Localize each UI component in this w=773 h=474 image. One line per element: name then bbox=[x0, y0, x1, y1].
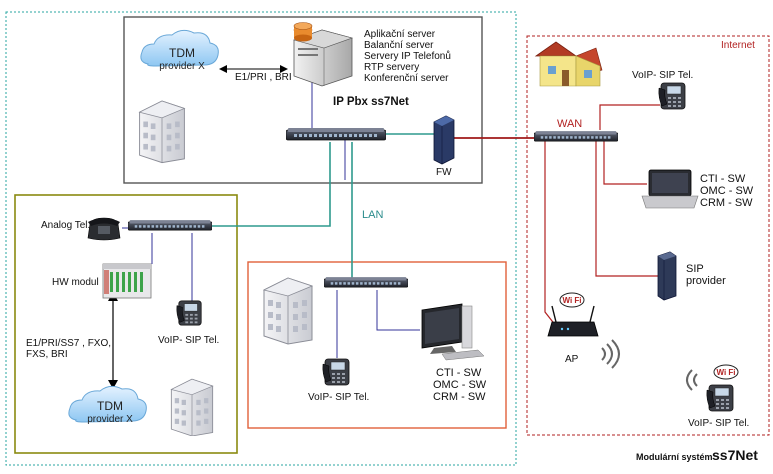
ap-label: AP bbox=[565, 354, 579, 365]
cloud-icon bbox=[140, 29, 219, 67]
ap-wifi-text: Wi Fi bbox=[562, 296, 581, 305]
remote-phone-icon bbox=[686, 364, 739, 412]
hw-module-icon bbox=[102, 263, 152, 299]
server-role-3: RTP servery bbox=[364, 62, 419, 73]
server-role-1: Balanční server bbox=[364, 40, 434, 51]
sip-provider-line-0: SIP bbox=[686, 263, 704, 275]
branch-voip-label: VoIP- SIP Tel. bbox=[158, 335, 219, 346]
phone-icon bbox=[706, 384, 734, 412]
server-role-2: Servery IP Telefonů bbox=[364, 50, 451, 62]
hw-module-label: HW modul bbox=[52, 277, 99, 288]
phone-icon bbox=[176, 300, 202, 326]
lan-label: LAN bbox=[362, 209, 383, 221]
branch-trunk-line-1: FXS, BRI bbox=[26, 349, 68, 360]
analog-phone-icon bbox=[87, 217, 121, 241]
server-role-0: Aplikační server bbox=[364, 29, 436, 40]
tdm-cloud-bottom bbox=[68, 385, 147, 423]
office-app-0: CTI - SW bbox=[436, 367, 482, 379]
wifi-icon bbox=[559, 292, 585, 308]
switch-icon bbox=[324, 276, 408, 288]
office-app-2: CRM - SW bbox=[433, 391, 486, 403]
tdm-cloud-bottom-title: TDM bbox=[97, 399, 123, 413]
wireless-waves-icon bbox=[601, 339, 620, 369]
ippbx-frame bbox=[123, 16, 483, 184]
server-icon bbox=[292, 22, 354, 87]
tdm-cloud-top-subtitle: provider X bbox=[159, 61, 205, 72]
network-links bbox=[108, 65, 660, 389]
desktop-icon bbox=[421, 303, 485, 361]
office-frame bbox=[247, 261, 507, 429]
building-icon bbox=[263, 277, 313, 345]
branch-frame bbox=[14, 194, 238, 454]
internet-app-0: CTI - SW bbox=[700, 173, 746, 185]
building-icon bbox=[139, 100, 185, 164]
office-voip-label: VoIP- SIP Tel. bbox=[308, 392, 369, 403]
phone-icon bbox=[658, 82, 686, 110]
ippbx-title: IP Pbx ss7Net bbox=[333, 96, 409, 108]
cloud-icon bbox=[68, 385, 147, 423]
internet-app-2: CRM - SW bbox=[700, 197, 753, 209]
sip-provider-line-1: provider bbox=[686, 275, 726, 287]
tdm-cloud-bottom-subtitle: provider X bbox=[87, 414, 133, 425]
internet-voip-label: VoIP- SIP Tel. bbox=[632, 70, 693, 81]
wan-label: WAN bbox=[557, 118, 582, 130]
access-point-icon bbox=[547, 305, 599, 337]
server-role-4: Konferenční server bbox=[364, 73, 449, 84]
trunk-label-top: E1/PRI , BRI bbox=[235, 72, 292, 83]
tower-server-icon bbox=[657, 251, 677, 301]
firewall-icon bbox=[433, 115, 455, 165]
tdm-cloud-top bbox=[140, 29, 219, 67]
fw-label: FW bbox=[436, 167, 452, 178]
phone-icon bbox=[322, 358, 350, 386]
branch-trunk-line-0: E1/PRI/SS7 , FXO, bbox=[26, 338, 111, 349]
switch-icon bbox=[286, 128, 386, 141]
building-icon bbox=[170, 378, 214, 436]
internet-frame bbox=[526, 35, 770, 436]
house-icon bbox=[534, 41, 603, 87]
footer-small: Modulární systém bbox=[636, 452, 713, 462]
remote-voip-label: VoIP- SIP Tel. bbox=[688, 418, 749, 429]
office-app-1: OMC - SW bbox=[433, 379, 487, 391]
tdm-cloud-top-title: TDM bbox=[169, 46, 195, 60]
switch-icon bbox=[534, 130, 618, 142]
laptop-icon bbox=[641, 169, 699, 209]
wireless-waves-icon bbox=[686, 369, 698, 391]
internet-app-1: OMC - SW bbox=[700, 185, 754, 197]
wifi-icon bbox=[713, 364, 739, 380]
internet-label: Internet bbox=[721, 40, 755, 51]
ss7net-system-frame bbox=[5, 11, 517, 466]
switch-icon bbox=[128, 219, 212, 231]
analog-phone-label: Analog Tel. bbox=[41, 220, 90, 231]
remote-wifi-text: Wi Fi bbox=[716, 368, 735, 377]
footer-big: ss7Net bbox=[712, 447, 758, 463]
